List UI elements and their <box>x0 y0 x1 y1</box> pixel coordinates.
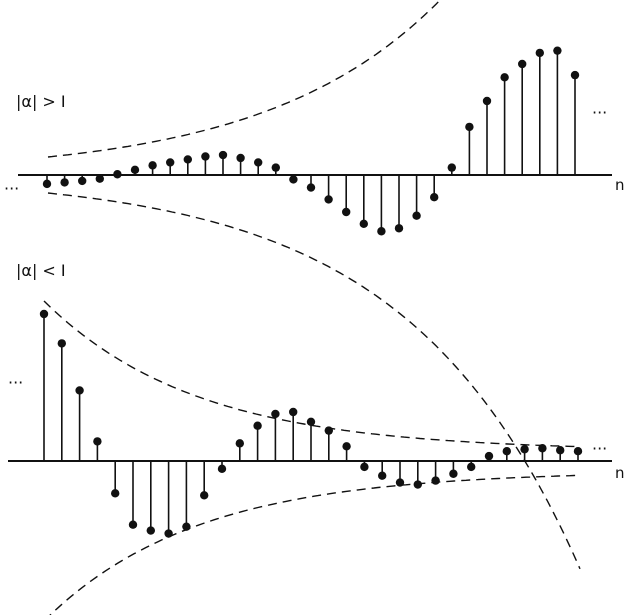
bottom-stem-marker-14 <box>289 407 298 417</box>
continuation-right-top: ··· <box>592 103 607 122</box>
continuation-left-top: ··· <box>4 179 19 198</box>
top-stem-marker-8 <box>183 155 192 164</box>
top-stem-marker-23 <box>447 163 456 172</box>
top-stem-marker-1 <box>60 178 69 187</box>
top-stem-marker-29 <box>553 46 562 55</box>
top-stem-marker-13 <box>271 163 280 172</box>
top-stem-marker-28 <box>535 48 544 58</box>
bottom-stem-marker-4 <box>111 489 120 498</box>
bottom-stem-marker-3 <box>93 437 102 446</box>
bottom-stem-marker-11 <box>235 439 244 448</box>
bottom-stem-marker-17 <box>342 442 351 451</box>
top-stem-marker-6 <box>148 161 157 170</box>
envelope-lower-bottom <box>49 474 579 615</box>
bottom-stem-marker-5 <box>128 520 138 529</box>
top-stem-marker-15 <box>306 183 316 192</box>
bottom-stem-marker-26 <box>502 447 511 456</box>
bottom-stem-marker-6 <box>146 526 155 535</box>
bottom-stem-marker-28 <box>538 444 547 453</box>
bottom-stem-marker-19 <box>378 471 387 480</box>
panel-alpha-greater: |α| > I n ··· ··· <box>4 0 625 570</box>
bottom-stem-marker-21 <box>413 480 422 489</box>
top-stem-marker-14 <box>289 175 298 184</box>
bottom-stem-marker-16 <box>324 426 333 435</box>
annotation-alpha-greater: |α| > I <box>16 92 66 111</box>
bottom-stem-marker-24 <box>467 462 476 472</box>
top-stem-marker-24 <box>465 122 474 132</box>
bottom-stem-marker-0 <box>39 309 49 319</box>
bottom-stem-marker-18 <box>360 462 369 472</box>
bottom-stem-marker-7 <box>164 529 173 538</box>
bottom-stem-marker-23 <box>449 469 458 478</box>
continuation-right-bottom: ··· <box>592 439 607 458</box>
bottom-stem-marker-1 <box>57 339 66 348</box>
bottom-stem-marker-2 <box>75 386 84 395</box>
top-stem-marker-19 <box>377 227 386 236</box>
stem-series-top <box>42 46 580 236</box>
top-stem-marker-30 <box>570 70 580 80</box>
axis-label-n-bottom: n <box>615 464 625 482</box>
top-stem-marker-4 <box>113 170 122 179</box>
top-stem-marker-11 <box>236 153 245 163</box>
axis-label-n-top: n <box>615 176 625 194</box>
top-stem-marker-9 <box>201 152 210 161</box>
top-stem-marker-5 <box>130 165 140 175</box>
top-stem-marker-12 <box>254 158 263 167</box>
stem-series-bottom <box>39 309 583 538</box>
bottom-stem-marker-10 <box>217 464 227 474</box>
top-stem-marker-0 <box>42 179 52 189</box>
bottom-stem-marker-9 <box>200 491 209 500</box>
panel-alpha-less: |α| < I n ··· ··· <box>8 261 625 615</box>
envelope-lower-top <box>47 192 581 570</box>
top-stem-marker-7 <box>166 158 175 167</box>
envelope-upper-top <box>47 0 442 158</box>
top-stem-marker-20 <box>394 224 404 233</box>
bottom-stem-marker-29 <box>556 446 565 455</box>
bottom-stem-marker-22 <box>431 476 440 485</box>
top-stem-marker-27 <box>518 59 527 69</box>
top-stem-marker-16 <box>324 195 333 204</box>
bottom-stem-marker-30 <box>573 447 583 456</box>
bottom-stem-marker-12 <box>253 421 262 430</box>
bottom-stem-marker-15 <box>306 417 316 426</box>
annotation-alpha-less: |α| < I <box>16 261 66 280</box>
bottom-stem-marker-13 <box>271 409 280 419</box>
bottom-stem-marker-8 <box>182 522 191 531</box>
top-stem-marker-22 <box>430 193 439 202</box>
bottom-stem-marker-20 <box>395 478 405 487</box>
top-stem-marker-17 <box>342 207 351 217</box>
bottom-stem-marker-25 <box>484 451 494 461</box>
continuation-left-bottom: ··· <box>8 373 23 392</box>
bottom-stem-marker-27 <box>520 445 529 454</box>
top-stem-marker-21 <box>412 211 421 220</box>
top-stem-marker-2 <box>78 176 87 186</box>
top-stem-marker-26 <box>500 73 509 82</box>
top-stem-marker-18 <box>359 219 368 229</box>
top-stem-marker-3 <box>95 174 105 183</box>
top-stem-marker-25 <box>482 96 492 106</box>
top-stem-marker-10 <box>218 150 228 160</box>
